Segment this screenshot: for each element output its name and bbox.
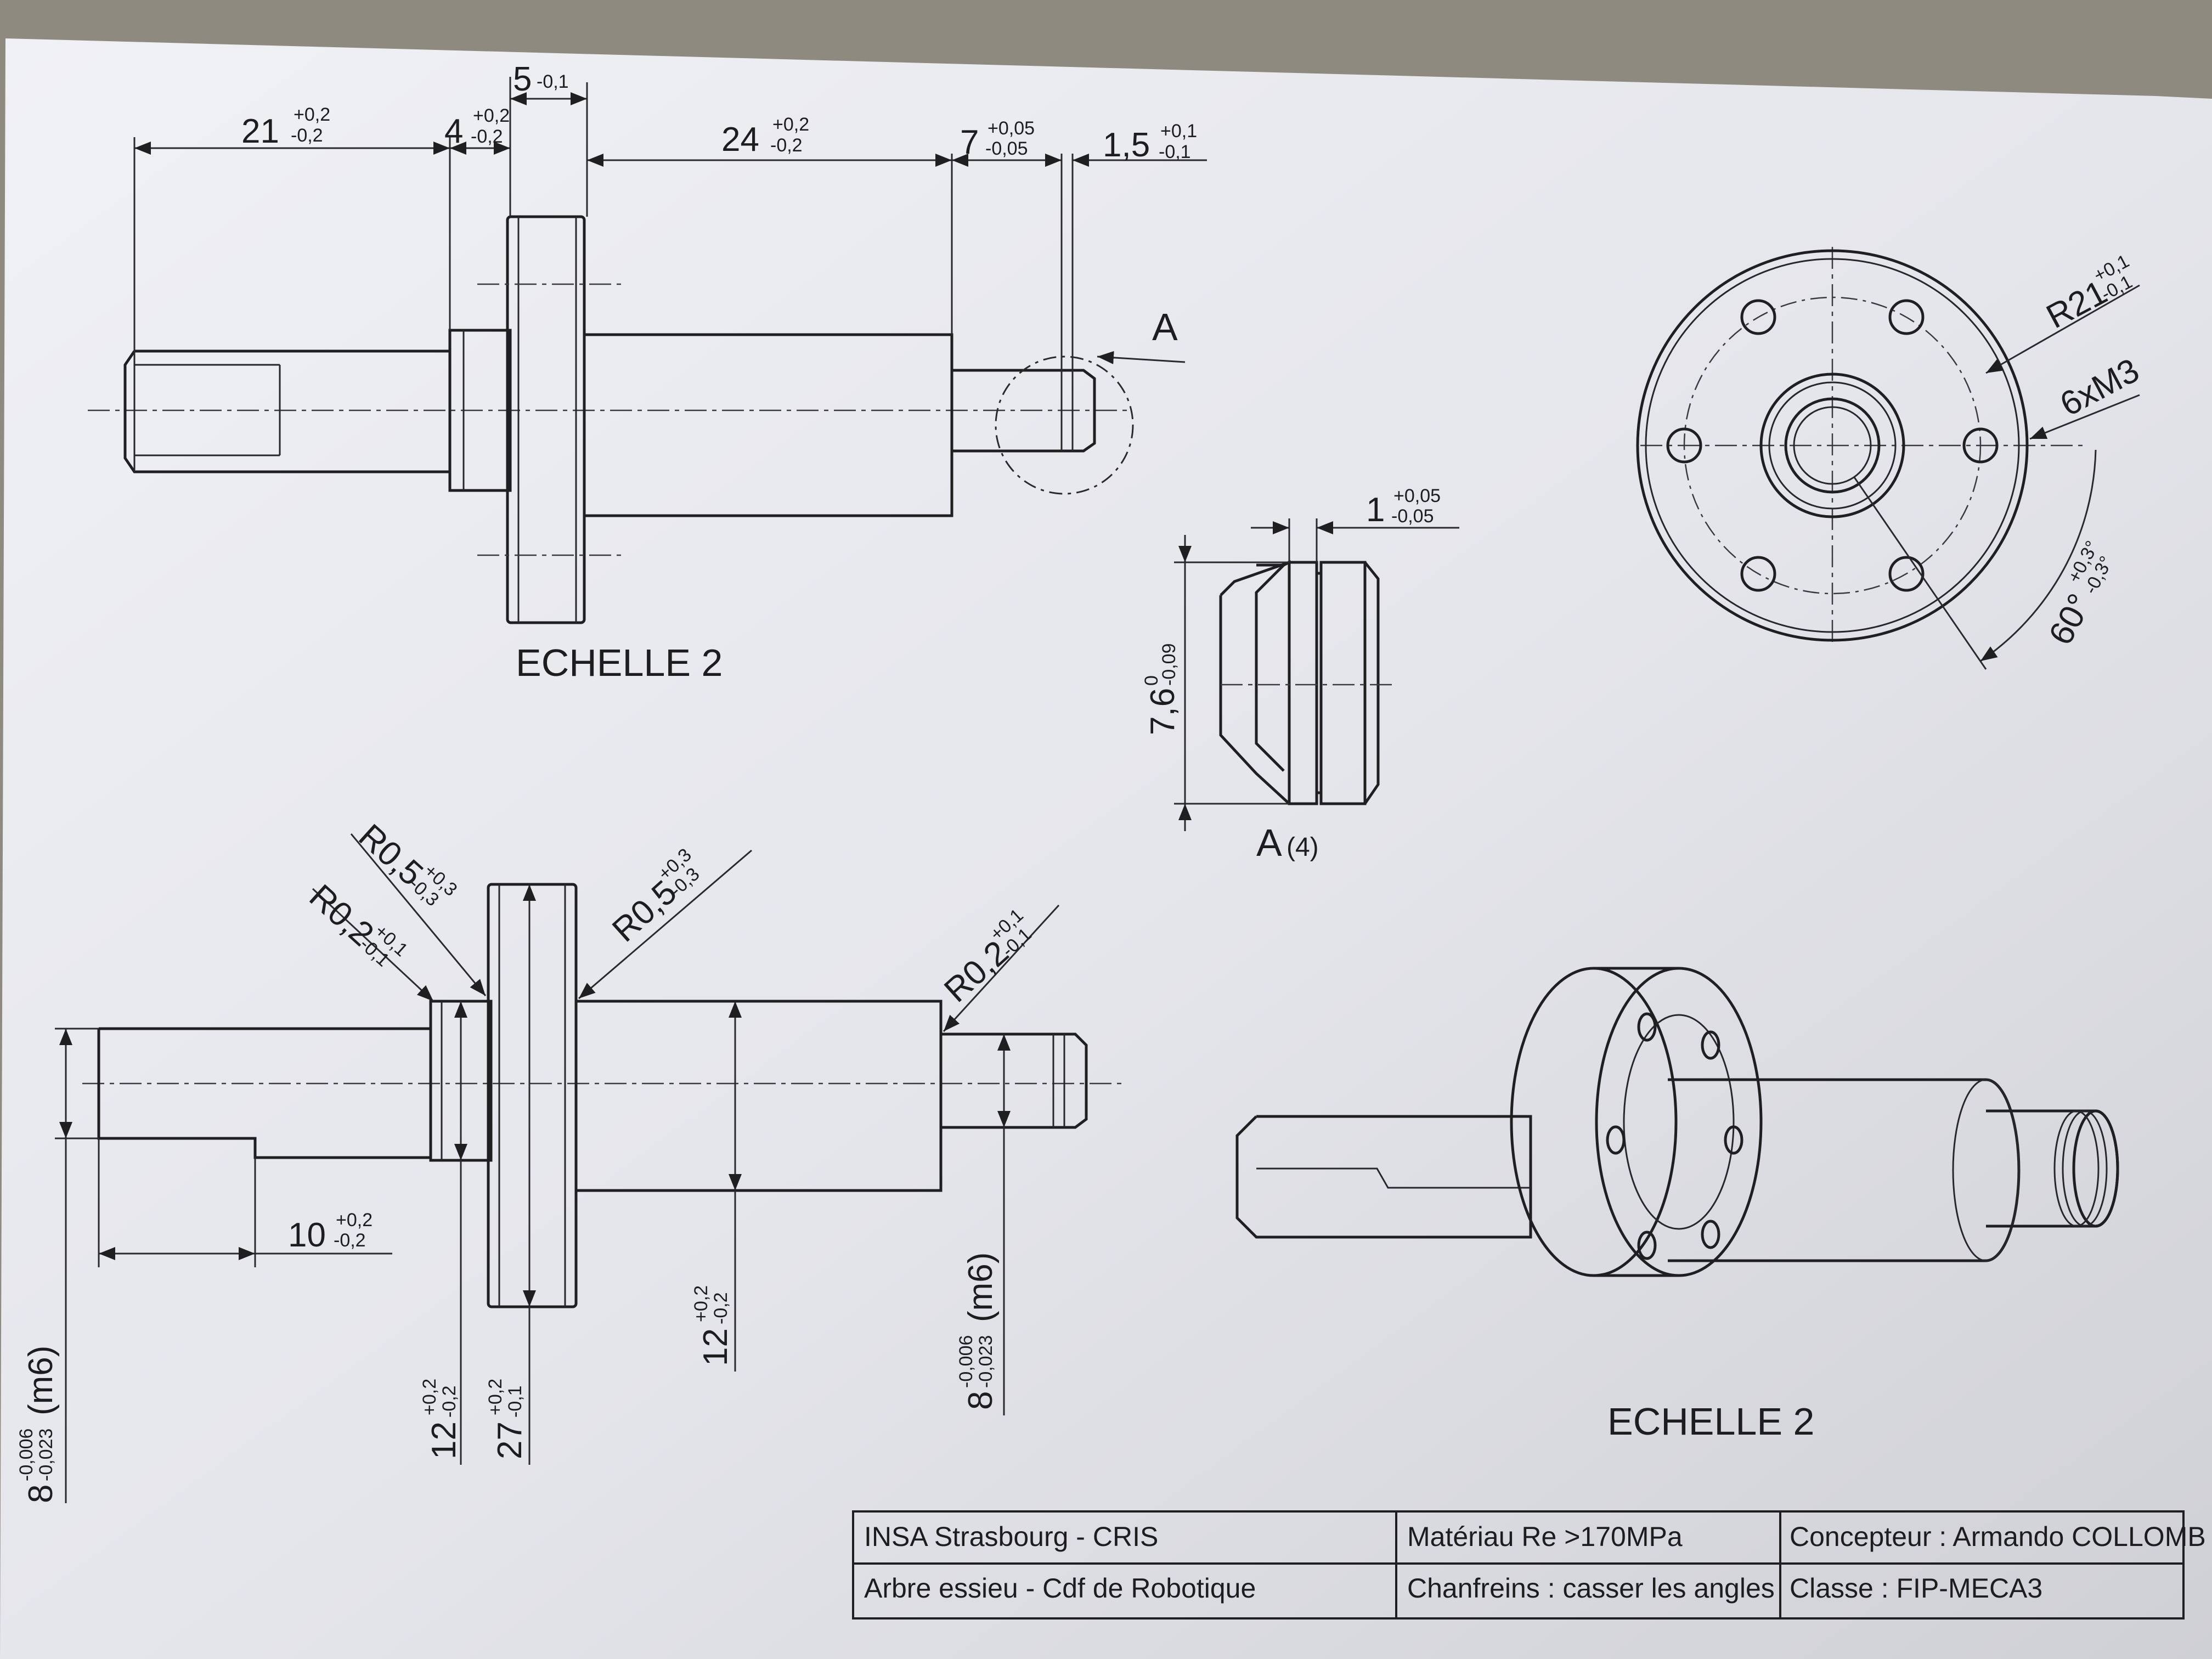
svg-text:+0,1: +0,1 <box>1160 121 1197 142</box>
dia-8-left: 8 <box>22 1485 60 1503</box>
dim-10: 10 <box>288 1216 326 1254</box>
thread-holes <box>1666 299 1999 592</box>
top-view: 21 +0,2 -0,2 4 +0,2 -0,2 5 -0,1 24 +0,2 … <box>88 60 1207 684</box>
dia-12-shaft: 12 <box>697 1328 735 1366</box>
svg-text:-0,023: -0,023 <box>36 1429 57 1481</box>
iso-holes <box>1606 1012 1743 1260</box>
tb-chamfers: Chanfreins : casser les angles <box>1407 1573 1775 1604</box>
tb-designer: Concepteur : Armando COLLOMB <box>1790 1521 2206 1552</box>
dim-7: 7 <box>960 123 979 161</box>
dia-8-right: 8 <box>962 1391 1000 1410</box>
dim-4: 4 <box>444 112 463 150</box>
svg-text:-0,05: -0,05 <box>985 138 1028 159</box>
dim-5: 5 <box>513 60 532 98</box>
svg-text:+0,05: +0,05 <box>1393 486 1441 506</box>
tb-part-name: Arbre essieu - Cdf de Robotique <box>864 1573 1256 1604</box>
svg-text:-0,1: -0,1 <box>1159 142 1191 162</box>
svg-text:-0,2: -0,2 <box>439 1385 460 1418</box>
svg-text:-0,006: -0,006 <box>16 1429 37 1481</box>
tb-material: Matériau Re >170MPa <box>1407 1521 1683 1552</box>
svg-text:-0,023: -0,023 <box>975 1335 996 1388</box>
svg-text:(4): (4) <box>1286 833 1319 862</box>
svg-text:-0,09: -0,09 <box>1159 644 1180 686</box>
svg-text:-0,2: -0,2 <box>710 1292 731 1324</box>
svg-text:-0,05: -0,05 <box>1391 506 1434 527</box>
svg-text:-0,2: -0,2 <box>291 125 323 146</box>
dim-1-5: 1,5 <box>1103 126 1150 164</box>
svg-text:(m6): (m6) <box>22 1346 60 1415</box>
svg-text:0: 0 <box>1141 675 1162 686</box>
svg-text:+0,2: +0,2 <box>336 1210 373 1231</box>
svg-text:-0,2: -0,2 <box>471 126 503 147</box>
dia-27-flange: 27 <box>491 1421 529 1459</box>
svg-text:+0,2: +0,2 <box>419 1379 440 1415</box>
svg-text:+0,05: +0,05 <box>988 118 1035 139</box>
dim-21: 21 <box>241 112 279 150</box>
tb-school: INSA Strasbourg - CRIS <box>864 1521 1158 1552</box>
tb-class: Classe : FIP-MECA3 <box>1790 1573 2042 1604</box>
svg-text:+0,2: +0,2 <box>691 1285 712 1322</box>
svg-text:(m6): (m6) <box>962 1252 1000 1322</box>
dia-12-collar: 12 <box>425 1421 463 1459</box>
svg-text:+0,2: +0,2 <box>473 105 510 126</box>
svg-text:+0,2: +0,2 <box>772 114 809 135</box>
dim-7-6: 7,6 <box>1144 688 1182 735</box>
scale-label-top: ECHELLE 2 <box>516 641 723 684</box>
svg-text:-0,2: -0,2 <box>334 1230 366 1251</box>
svg-text:-0,1: -0,1 <box>537 71 569 92</box>
svg-text:+0,2: +0,2 <box>294 104 330 125</box>
isometric-view: ECHELLE 2 <box>1235 967 2119 1443</box>
svg-text:-0,006: -0,006 <box>956 1335 977 1388</box>
svg-text:+0,2: +0,2 <box>485 1379 506 1415</box>
title-block: INSA Strasbourg - CRIS Matériau Re >170M… <box>852 1510 2206 1620</box>
detail-marker-a: A <box>1152 306 1178 348</box>
dim-1: 1 <box>1366 491 1385 529</box>
scale-label-iso: ECHELLE 2 <box>1607 1400 1814 1443</box>
detail-label: A <box>1256 821 1282 864</box>
detail-a-view: 7,6 0 -0,09 1 +0,05 -0,05 A (4) <box>1141 486 1459 864</box>
svg-text:-0,1: -0,1 <box>505 1385 526 1418</box>
svg-text:-0,2: -0,2 <box>770 135 803 156</box>
paper-sheet <box>0 38 2212 1659</box>
dim-24: 24 <box>721 121 759 159</box>
